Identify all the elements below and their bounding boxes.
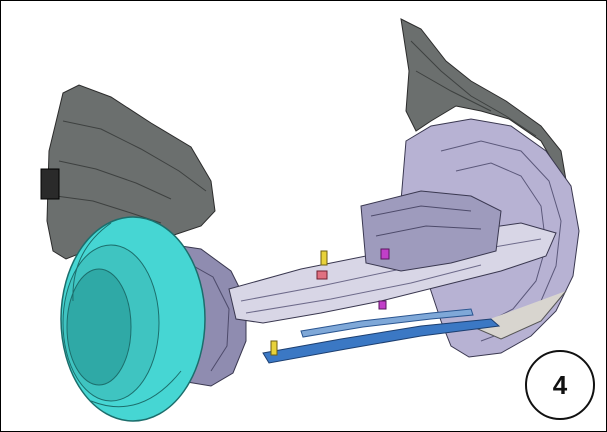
left-tire xyxy=(60,216,206,422)
step-number: 4 xyxy=(552,369,568,400)
radiator-support xyxy=(360,190,502,272)
step-number-badge: 4 xyxy=(525,350,595,420)
fastener-accents xyxy=(270,248,390,356)
left-fender xyxy=(40,84,216,260)
lower-cross-bar xyxy=(262,308,501,364)
